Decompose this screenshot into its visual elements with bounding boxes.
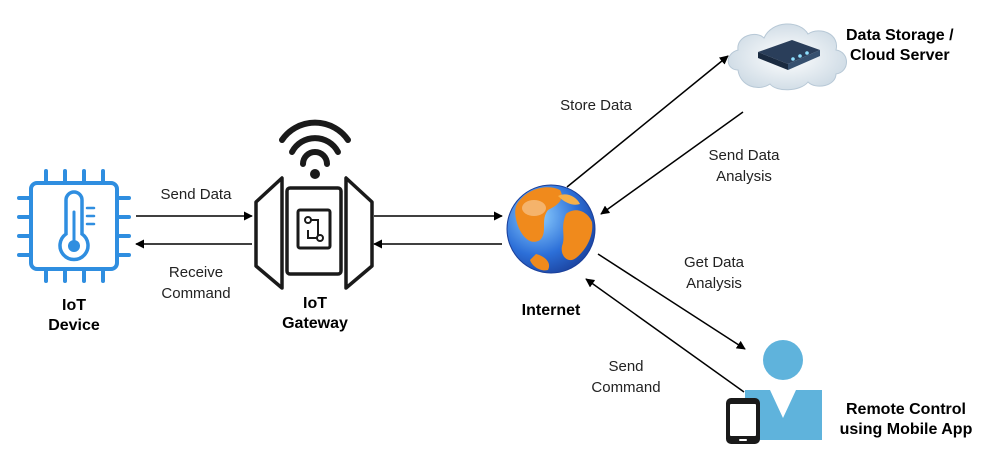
edge-label-send-data-analysis-line2: Analysis (716, 168, 772, 185)
user-phone-icon (726, 340, 822, 444)
node-label-mobile-line2: using Mobile App (839, 421, 973, 438)
node-label-iot-device-line2: Device (48, 317, 100, 334)
edge-label-receive-command-line1: Receive (168, 264, 224, 281)
node-label-cloud-line2: Cloud Server (850, 47, 950, 64)
globe-icon (506, 184, 596, 274)
arrow-send-data-analysis (600, 111, 744, 215)
edge-label-send-data: Send Data (160, 186, 232, 203)
node-label-iot-gateway-line1: IoT (303, 295, 327, 312)
cloud-server-icon (727, 23, 847, 91)
node-label-internet: Internet (521, 302, 581, 319)
edge-label-send-command-line1: Send (608, 358, 644, 375)
arrow-store-data (566, 55, 729, 188)
edge-label-receive-command-line2: Command (161, 285, 231, 302)
node-label-cloud: Data Storage / Cloud Server (846, 26, 986, 66)
chip-thermometer-icon (17, 169, 131, 283)
edge-label-send-command-line2: Command (591, 379, 661, 396)
node-label-mobile-line1: Remote Control (846, 401, 966, 418)
edge-label-send-data-analysis-line1: Send Data (708, 147, 780, 164)
edge-label-get-data-analysis-line1: Get Data (683, 254, 745, 271)
edge-label-receive-command: Receive Command (146, 262, 246, 304)
edge-label-send-data-analysis: Send Data Analysis (692, 145, 796, 187)
node-label-iot-gateway-line2: Gateway (282, 315, 348, 332)
edge-label-send-command: Send Command (576, 356, 676, 398)
node-label-iot-gateway: IoT Gateway (270, 294, 360, 334)
arrow-get-data-analysis (597, 253, 746, 350)
node-label-iot-device-line1: IoT (62, 297, 86, 314)
arrow-send-command (585, 278, 745, 393)
edge-label-get-data-analysis-line2: Analysis (686, 275, 742, 292)
edge-label-store-data: Store Data (560, 97, 632, 114)
edge-label-get-data-analysis: Get Data Analysis (666, 252, 762, 294)
node-label-cloud-line1: Data Storage / (846, 27, 954, 44)
node-label-mobile: Remote Control using Mobile App (824, 400, 988, 440)
node-label-iot-device: IoT Device (34, 296, 114, 336)
gateway-wifi-icon (254, 119, 374, 290)
